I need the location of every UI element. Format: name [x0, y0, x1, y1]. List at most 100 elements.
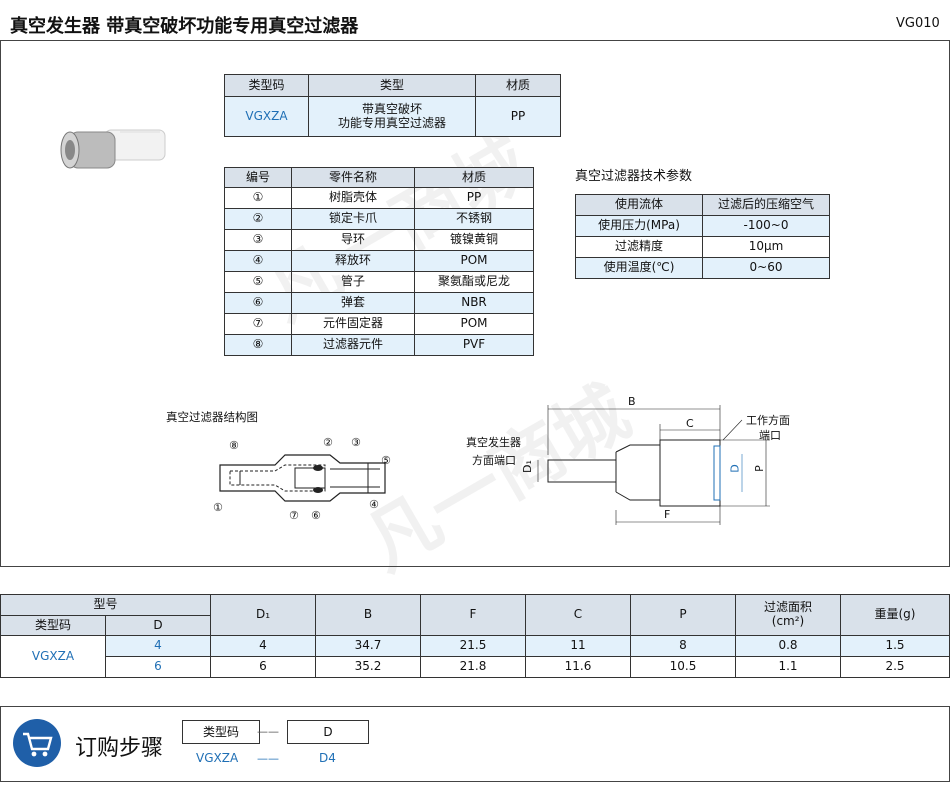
d-cell: 4 — [105, 635, 211, 657]
spec-value: 10μm — [702, 236, 830, 258]
callout-label: ⑦ — [289, 509, 299, 522]
part-name: 释放环 — [291, 250, 415, 272]
part-no: ⑦ — [224, 313, 292, 335]
cart-icon — [13, 719, 61, 767]
part-material: PVF — [414, 334, 534, 356]
type-name: 带真空破坏 功能专用真空过滤器 — [308, 96, 476, 137]
part-no: ③ — [224, 229, 292, 251]
value-cell: 1.1 — [735, 656, 841, 678]
part-no: ① — [224, 187, 292, 209]
part-material: 镀镍黄铜 — [414, 229, 534, 251]
dim-label-f: F — [664, 508, 671, 521]
col-header-area: 过滤面积 (cm²) — [735, 594, 841, 636]
order-box-d: D — [287, 720, 369, 744]
value-cell: 10.5 — [630, 656, 736, 678]
part-name: 元件固定器 — [291, 313, 415, 335]
spec-value: 0~60 — [702, 257, 830, 279]
value-cell: 11.6 — [525, 656, 631, 678]
spec-key: 使用压力(MPa) — [575, 215, 703, 237]
part-material: 聚氨酯或尼龙 — [414, 271, 534, 293]
part-name: 树脂壳体 — [291, 187, 415, 209]
d-header: D — [105, 615, 211, 636]
col-header: 编号 — [224, 167, 292, 188]
col-header: F — [420, 594, 526, 636]
part-no: ⑤ — [224, 271, 292, 293]
col-header: C — [525, 594, 631, 636]
part-no: ④ — [224, 250, 292, 272]
col-header: 类型 — [308, 74, 476, 97]
spec-key: 使用温度(℃) — [575, 257, 703, 279]
col-header: B — [315, 594, 421, 636]
col-header: 重量(g) — [840, 594, 950, 636]
product-image — [60, 129, 166, 169]
col-header: 零件名称 — [291, 167, 415, 188]
callout-label: ② — [323, 436, 333, 449]
spec-title: 真空过滤器技术参数 — [575, 169, 693, 184]
part-material: PP — [414, 187, 534, 209]
work-port-label: 端口 — [759, 429, 781, 442]
order-title: 订购步骤 — [75, 736, 164, 761]
dim-label-d1: D₁ — [520, 460, 534, 473]
d-cell: 6 — [105, 656, 211, 678]
page-title: 真空发生器 带真空破坏功能专用真空过滤器 — [10, 16, 359, 37]
value-cell: 34.7 — [315, 635, 421, 657]
callout-label: ① — [213, 501, 223, 514]
col-header: 类型码 — [224, 74, 309, 97]
part-material: NBR — [414, 292, 534, 314]
part-material: POM — [414, 250, 534, 272]
dim-label-c: C — [686, 417, 694, 430]
part-name: 锁定卡爪 — [291, 208, 415, 230]
structure-title: 真空过滤器结构图 — [166, 410, 258, 424]
header-rule — [0, 40, 950, 41]
part-name: 管子 — [291, 271, 415, 293]
callout-label: ⑥ — [311, 509, 321, 522]
part-no: ② — [224, 208, 292, 230]
value-cell: 1.5 — [840, 635, 950, 657]
order-value-d: D4 — [319, 751, 336, 765]
spec-key: 过滤精度 — [575, 236, 703, 258]
spec-value: -100~0 — [702, 215, 830, 237]
typecode-header: 类型码 — [0, 615, 106, 636]
value-cell: 6 — [210, 656, 316, 678]
value-cell: 11 — [525, 635, 631, 657]
dim-label-p: P — [752, 465, 766, 472]
dimension-drawing — [537, 405, 770, 525]
part-no: ⑥ — [224, 292, 292, 314]
col-header: 材质 — [475, 74, 561, 97]
model-header: 型号 — [0, 594, 211, 616]
order-value-typecode: VGXZA — [196, 751, 239, 765]
dim-label-d: D — [728, 464, 742, 473]
part-no: ⑧ — [224, 334, 292, 356]
part-name: 过滤器元件 — [291, 334, 415, 356]
spec-value: 过滤后的压缩空气 — [702, 194, 830, 216]
value-cell: 21.5 — [420, 635, 526, 657]
part-name: 弹套 — [291, 292, 415, 314]
structure-drawing — [219, 454, 386, 502]
part-material: 不锈钢 — [414, 208, 534, 230]
value-cell: 0.8 — [735, 635, 841, 657]
part-name: 导环 — [291, 229, 415, 251]
callout-label: ④ — [369, 498, 379, 511]
callout-label: ⑧ — [229, 439, 239, 452]
col-header: D₁ — [210, 594, 316, 636]
value-cell: 8 — [630, 635, 736, 657]
value-cell: 21.8 — [420, 656, 526, 678]
col-header: P — [630, 594, 736, 636]
value-cell: 2.5 — [840, 656, 950, 678]
vac-port-label: 真空发生器 — [466, 436, 521, 449]
order-dash: —— — [257, 725, 279, 738]
order-box-typecode: 类型码 — [182, 720, 260, 744]
col-header: 材质 — [414, 167, 534, 188]
type-code: VGXZA — [224, 96, 309, 137]
work-port-label: 工作方面 — [746, 414, 790, 427]
doc-code: VG010 — [896, 16, 940, 31]
dimension-table: 型号 D₁ B F C P 过滤面积 (cm²) 重量(g) 类型码 D VGX… — [0, 594, 950, 678]
order-dash: —— — [257, 752, 279, 765]
dim-label-b: B — [628, 395, 636, 408]
typecode-cell: VGXZA — [0, 635, 106, 678]
callout-label: ③ — [351, 436, 361, 449]
value-cell: 35.2 — [315, 656, 421, 678]
part-material: POM — [414, 313, 534, 335]
